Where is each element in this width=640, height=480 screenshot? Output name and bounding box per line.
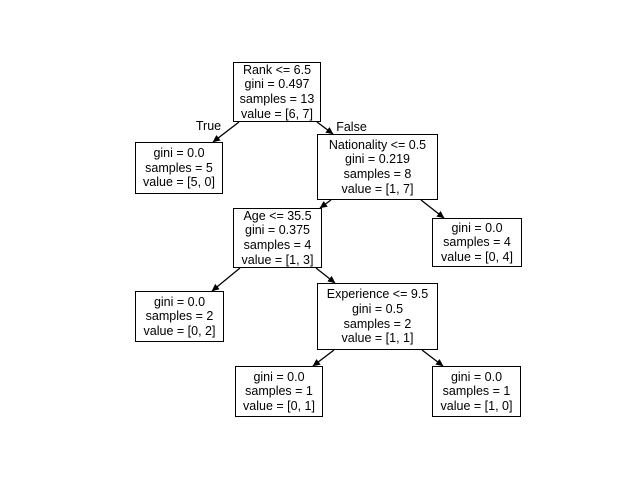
- node-condition: Experience <= 9.5: [326, 287, 429, 302]
- node-gini: gini = 0.497: [244, 77, 310, 92]
- node-samples: samples = 1: [442, 384, 511, 399]
- tree-node-experience: Experience <= 9.5 gini = 0.5 samples = 2…: [317, 283, 438, 350]
- node-value: value = [1, 3]: [241, 252, 314, 267]
- node-gini: gini = 0.219: [345, 152, 410, 167]
- node-value: value = [1, 0]: [440, 398, 513, 413]
- tree-node-age: Age <= 35.5 gini = 0.375 samples = 4 val…: [233, 208, 322, 268]
- node-condition: Rank <= 6.5: [242, 62, 312, 77]
- node-samples: samples = 5: [145, 160, 213, 175]
- node-samples: samples = 2: [145, 309, 214, 324]
- node-value: value = [5, 0]: [143, 175, 215, 190]
- node-gini: gini = 0.0: [153, 294, 206, 309]
- edge-age-to-experience: [315, 267, 336, 284]
- node-samples: samples = 8: [343, 167, 412, 181]
- tree-node-leaf-1-0: gini = 0.0 samples = 1 value = [1, 0]: [432, 366, 521, 417]
- node-samples: samples = 4: [443, 235, 511, 250]
- node-gini: gini = 0.375: [245, 223, 310, 238]
- node-value: value = [0, 4]: [441, 249, 513, 264]
- node-gini: gini = 0.0: [153, 146, 205, 161]
- edge-label-true: True: [195, 119, 222, 133]
- node-samples: samples = 13: [239, 92, 315, 106]
- node-value: value = [0, 2]: [143, 323, 216, 338]
- edge-nationality-to-leaf-0-4: [420, 199, 445, 219]
- node-gini: gini = 0.0: [451, 220, 503, 235]
- edge-experience-to-leaf-1-0: [421, 349, 444, 367]
- node-condition: Nationality <= 0.5: [328, 137, 427, 152]
- tree-node-leaf-true: gini = 0.0 samples = 5 value = [5, 0]: [135, 142, 223, 194]
- edge-label-false: False: [336, 120, 367, 134]
- node-condition: Age <= 35.5: [243, 208, 312, 223]
- node-samples: samples = 4: [243, 238, 312, 252]
- node-gini: gini = 0.5: [351, 301, 404, 316]
- tree-node-leaf-0-1: gini = 0.0 samples = 1 value = [0, 1]: [235, 366, 323, 417]
- edge-age-to-leaf-0-2: [211, 267, 241, 292]
- node-samples: samples = 1: [245, 384, 313, 399]
- edge-experience-to-leaf-0-1: [312, 349, 335, 367]
- tree-node-leaf-0-4: gini = 0.0 samples = 4 value = [0, 4]: [432, 218, 522, 267]
- node-gini: gini = 0.0: [253, 369, 305, 384]
- node-value: value = [6, 7]: [241, 106, 313, 121]
- node-value: value = [0, 1]: [243, 398, 315, 413]
- node-value: value = [1, 7]: [341, 181, 414, 196]
- edge-root-to-nationality: [316, 121, 334, 135]
- edge-root-to-leaf-true: [212, 121, 240, 143]
- node-value: value = [1, 1]: [341, 331, 414, 346]
- tree-node-nationality: Nationality <= 0.5 gini = 0.219 samples …: [317, 134, 438, 200]
- tree-node-leaf-0-2: gini = 0.0 samples = 2 value = [0, 2]: [135, 291, 224, 342]
- node-samples: samples = 2: [343, 316, 412, 331]
- edge-nationality-to-age: [319, 199, 332, 209]
- tree-node-root: Rank <= 6.5 gini = 0.497 samples = 13 va…: [233, 62, 321, 122]
- node-gini: gini = 0.0: [450, 369, 503, 384]
